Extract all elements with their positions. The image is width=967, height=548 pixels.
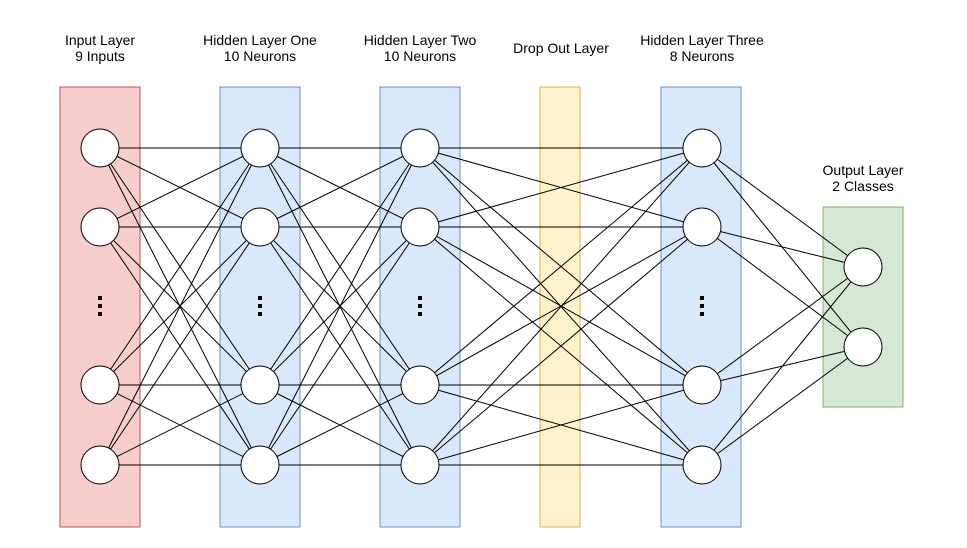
hidden-two-ellipsis-dot-2 xyxy=(418,312,422,316)
edge-hidden-three-3-to-output-1 xyxy=(701,346,864,466)
neurons xyxy=(80,128,883,485)
output-layer-subtitle: 2 Classes xyxy=(832,178,893,194)
ellipsis-markers xyxy=(98,296,704,316)
edge-hidden-one-3-to-hidden-two-0 xyxy=(259,147,421,466)
hidden-two-ellipsis xyxy=(418,296,422,316)
edge-input-3-to-hidden-one-1 xyxy=(99,226,261,466)
layer-titles: Input Layer 9 Inputs Hidden Layer One 10… xyxy=(65,32,904,194)
edge-hidden-two-2-to-hidden-three-0 xyxy=(419,147,703,386)
output-layer-band xyxy=(822,206,904,408)
edge-input-3-to-hidden-one-0 xyxy=(99,147,261,466)
hidden-one-ellipsis xyxy=(258,296,262,316)
hidden-one-neuron-2 xyxy=(240,365,280,405)
hidden-layer-one-title: Hidden Layer One xyxy=(203,32,317,48)
hidden-three-neuron-3 xyxy=(682,445,722,485)
hidden-three-neuron-0 xyxy=(682,128,722,168)
hidden-layer-three-subtitle: 8 Neurons xyxy=(670,48,735,64)
edge-hidden-two-3-to-hidden-three-2 xyxy=(419,384,703,466)
hidden-one-ellipsis-dot-1 xyxy=(258,304,262,308)
hidden-layer-one-subtitle: 10 Neurons xyxy=(224,48,296,64)
output-neuron-1 xyxy=(843,327,883,367)
hidden-one-ellipsis-dot-0 xyxy=(258,296,262,300)
hidden-one-neuron-3 xyxy=(240,445,280,485)
hidden-two-neuron-3 xyxy=(400,445,440,485)
connections xyxy=(99,147,864,466)
input-layer-title: Input Layer xyxy=(65,32,135,48)
input-neuron-2 xyxy=(80,365,120,405)
hidden-two-ellipsis-dot-1 xyxy=(418,304,422,308)
input-neuron-3 xyxy=(80,445,120,485)
hidden-three-ellipsis-dot-0 xyxy=(700,296,704,300)
hidden-one-neuron-0 xyxy=(240,128,280,168)
hidden-three-neuron-1 xyxy=(682,207,722,247)
edge-hidden-two-3-to-hidden-three-1 xyxy=(419,226,703,466)
input-ellipsis xyxy=(98,296,102,316)
hidden-three-ellipsis-dot-1 xyxy=(700,304,704,308)
output-layer-title: Output Layer xyxy=(823,162,904,178)
dropout-layer-title: Drop Out Layer xyxy=(513,40,609,56)
input-neuron-0 xyxy=(80,128,120,168)
input-neuron-1 xyxy=(80,207,120,247)
hidden-one-neuron-1 xyxy=(240,207,280,247)
input-ellipsis-dot-2 xyxy=(98,312,102,316)
edge-hidden-three-2-to-output-0 xyxy=(701,266,864,386)
hidden-layer-three-title: Hidden Layer Three xyxy=(640,32,764,48)
input-layer-subtitle: 9 Inputs xyxy=(75,48,125,64)
hidden-three-ellipsis xyxy=(700,296,704,316)
output-neuron-0 xyxy=(843,247,883,287)
edge-hidden-three-0-to-output-0 xyxy=(701,147,864,268)
hidden-one-ellipsis-dot-2 xyxy=(258,312,262,316)
edge-hidden-one-3-to-hidden-two-1 xyxy=(259,226,421,466)
hidden-two-ellipsis-dot-0 xyxy=(418,296,422,300)
hidden-two-neuron-2 xyxy=(400,365,440,405)
edge-hidden-two-1-to-hidden-three-0 xyxy=(419,147,703,228)
edge-hidden-one-1-to-hidden-two-0 xyxy=(259,147,421,228)
edge-input-1-to-hidden-one-0 xyxy=(99,147,261,228)
edge-hidden-two-3-to-hidden-three-0 xyxy=(419,147,703,466)
layer-bands xyxy=(59,86,904,528)
edge-input-3-to-hidden-one-2 xyxy=(99,384,261,466)
edge-hidden-three-1-to-output-1 xyxy=(701,226,864,348)
edge-input-2-to-hidden-one-0 xyxy=(99,147,261,386)
hidden-three-neuron-2 xyxy=(682,365,722,405)
edge-hidden-one-3-to-hidden-two-2 xyxy=(259,384,421,466)
input-ellipsis-dot-1 xyxy=(98,304,102,308)
hidden-two-neuron-1 xyxy=(400,207,440,247)
hidden-layer-two-title: Hidden Layer Two xyxy=(364,32,477,48)
edge-hidden-three-3-to-output-0 xyxy=(701,266,864,466)
edge-hidden-one-2-to-hidden-two-0 xyxy=(259,147,421,386)
edge-hidden-three-1-to-output-0 xyxy=(701,226,864,268)
hidden-three-ellipsis-dot-2 xyxy=(700,312,704,316)
input-ellipsis-dot-0 xyxy=(98,296,102,300)
hidden-layer-two-subtitle: 10 Neurons xyxy=(384,48,456,64)
hidden-two-neuron-0 xyxy=(400,128,440,168)
